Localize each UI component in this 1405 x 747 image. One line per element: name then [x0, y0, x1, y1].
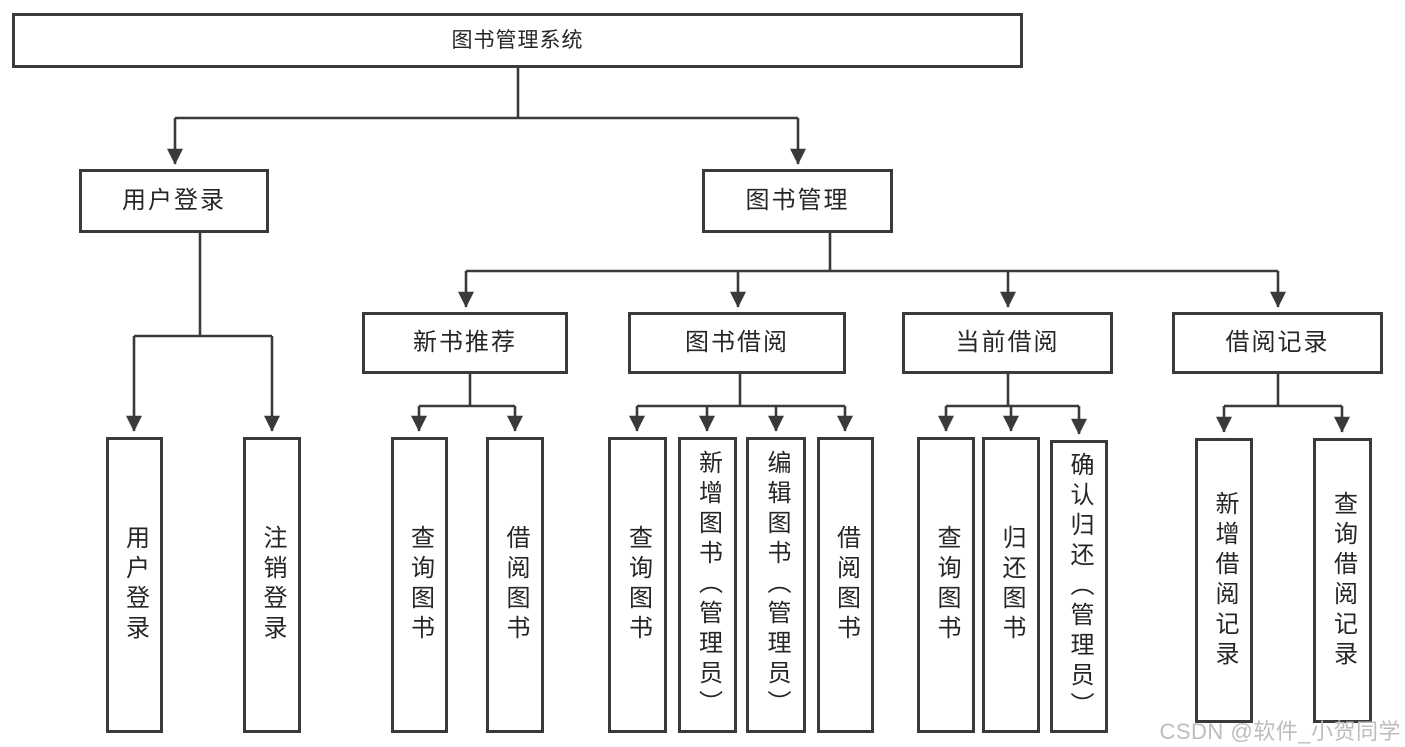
leaf-query-books-borrowing: 查询图书: [608, 437, 667, 733]
leaf-logout: 注销登录: [243, 437, 301, 733]
node-current-borrowing: 当前借阅: [902, 312, 1113, 374]
leaf-return-book: 归还图书: [982, 437, 1040, 733]
node-library-management-system: 图书管理系统: [12, 13, 1023, 68]
node-user-login: 用户登录: [79, 169, 269, 233]
leaf-borrow-books-recommend: 借阅图书: [486, 437, 544, 733]
leaf-edit-book-admin: 编辑图书（管理员）: [746, 437, 806, 733]
leaf-query-books-current: 查询图书: [917, 437, 975, 733]
leaf-query-borrow-record: 查询借阅记录: [1313, 438, 1372, 723]
node-borrowing-records: 借阅记录: [1172, 312, 1383, 374]
leaf-query-books-recommend: 查询图书: [391, 437, 448, 733]
leaf-add-borrow-record: 新增借阅记录: [1195, 438, 1253, 723]
leaf-confirm-return-admin: 确认归还（管理员）: [1050, 440, 1108, 733]
leaf-add-book-admin: 新增图书（管理员）: [678, 437, 737, 733]
leaf-user-login: 用户登录: [106, 437, 163, 733]
connector-arrows: [126, 118, 1350, 435]
node-book-management: 图书管理: [702, 169, 893, 233]
node-new-book-recommendation: 新书推荐: [362, 312, 568, 374]
node-book-borrowing: 图书借阅: [628, 312, 846, 374]
watermark-text: CSDN @软件_小贺同学: [1159, 719, 1401, 744]
leaf-borrow-books-borrowing: 借阅图书: [817, 437, 874, 733]
